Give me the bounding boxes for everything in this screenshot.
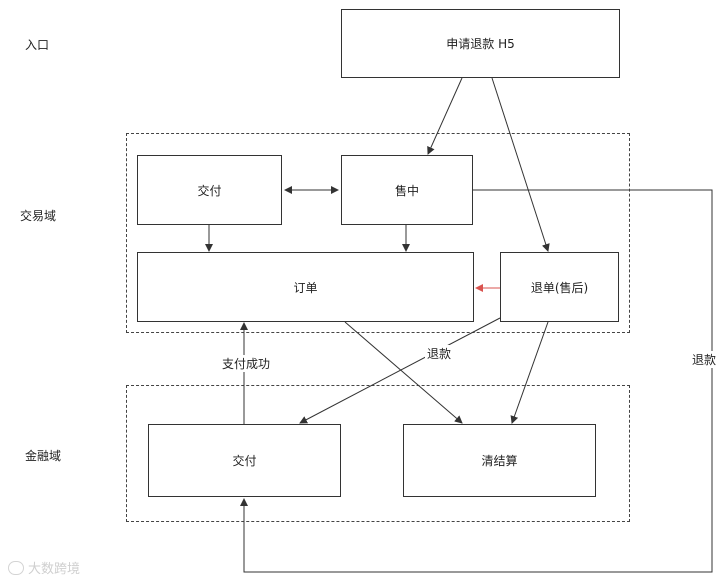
- edge-label-refund-mid: 退款: [425, 345, 454, 362]
- lane-label-trade: 交易域: [20, 209, 57, 223]
- refund-h5-node: 申请退款 H5: [341, 9, 620, 78]
- refund-order-label: 退单(售后): [530, 280, 589, 295]
- lane-label-entry: 入口: [25, 38, 50, 52]
- watermark-text: 大数跨境: [28, 562, 81, 577]
- edge-order-to-settlement: [344, 321, 463, 424]
- settlement-node: 清结算: [403, 424, 596, 497]
- trade-pay-label: 交付: [197, 183, 222, 198]
- edge-label-refund-right: 退款: [690, 351, 719, 368]
- edge-refund-to-settlement: [510, 321, 549, 424]
- edge-label-pay-success: 支付成功: [220, 355, 273, 372]
- lane-label-finance: 金融域: [25, 449, 62, 463]
- finance-pay-label: 交付: [232, 454, 257, 468]
- edge-insale-to-finance-pay: [240, 189, 713, 573]
- edge-h5-to-refund-order: [491, 77, 550, 252]
- refund-h5-label: 申请退款 H5: [446, 37, 515, 51]
- watermark: 大数跨境: [8, 558, 80, 577]
- edge-refund-to-finance-pay: [299, 317, 501, 424]
- settlement-label: 清结算: [481, 454, 518, 468]
- trade-pay-node: 交付: [137, 155, 282, 225]
- finance-domain-region: [126, 385, 630, 522]
- edge-h5-to-insale: [427, 77, 463, 155]
- order-label: 订单: [293, 280, 318, 295]
- watermark-logo-icon: [8, 560, 24, 575]
- in-sale-label: 售中: [394, 183, 419, 198]
- refund-order-node: 退单(售后): [500, 252, 619, 322]
- in-sale-node: 售中: [341, 155, 473, 225]
- trade-domain-region: [126, 133, 630, 333]
- finance-pay-node: 交付: [148, 424, 341, 497]
- order-node: 订单: [137, 252, 474, 322]
